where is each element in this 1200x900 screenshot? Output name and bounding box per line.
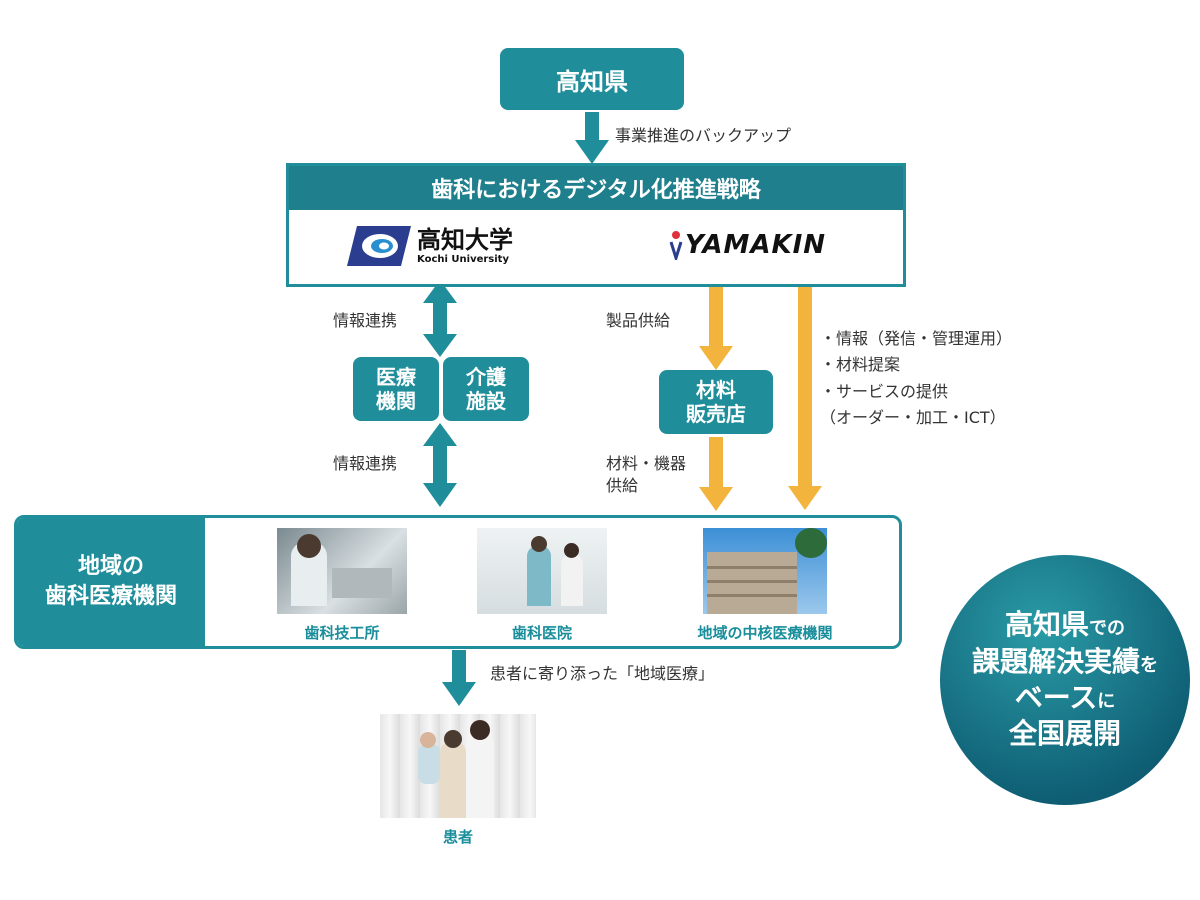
circle-line4: 全国展開: [1008, 717, 1121, 751]
circle-line3-main: ベース: [1014, 681, 1098, 714]
circle-line1: 高知県での: [1005, 607, 1125, 643]
medical-institution-box: 医療機関: [353, 357, 439, 421]
caption-hospital: 地域の中核医療機関: [697, 624, 833, 642]
info-service-list: ・情報（発信・管理運用） ・材料提案 ・サービスの提供 （オーダー・加工・ICT…: [820, 326, 1012, 432]
strategy-box: 歯科におけるデジタル化推進戦略 高知大学 Kochi University YA…: [286, 163, 906, 287]
patient-family-photo: [380, 714, 536, 818]
region-line1: 地域の: [77, 554, 144, 580]
yamakin-mark-icon: [669, 231, 683, 260]
material-supply-label: 材料・機器 供給: [606, 453, 686, 496]
info-list-item: ・情報（発信・管理運用）: [820, 329, 1013, 348]
product-supply-label: 製品供給: [606, 311, 671, 330]
circle-line3-suffix: に: [1097, 691, 1116, 712]
info-list-item: （オーダー・加工・ICT）: [820, 408, 1006, 428]
material-store-line1: 材料: [696, 378, 736, 402]
info-link-arrow-1: [423, 280, 457, 357]
circle-line1-main: 高知県: [1004, 608, 1089, 642]
circle-line2-suffix: を: [1140, 654, 1158, 676]
yamakin-logo: YAMAKIN: [669, 230, 826, 260]
info-service-arrow: [788, 268, 822, 510]
kochi-university-en: Kochi University: [417, 253, 509, 265]
region-line2: 歯科医療機関: [44, 584, 177, 609]
info-link-label-1: 情報連携: [333, 311, 398, 330]
patient-care-label: 患者に寄り添った「地域医療」: [490, 664, 715, 683]
strategy-title: 歯科におけるデジタル化推進戦略: [289, 166, 903, 210]
care-line2: 施設: [466, 389, 506, 413]
material-supply-arrow: [699, 437, 733, 511]
material-supply-line2: 供給: [606, 475, 639, 495]
backup-label: 事業推進のバックアップ: [615, 126, 792, 145]
kochi-university-emblem-icon: [347, 226, 411, 266]
caption-dental-lab: 歯科技工所: [304, 624, 380, 642]
patient-arrow: [442, 650, 476, 706]
circle-line3: ベースに: [1015, 680, 1116, 716]
material-supply-line1: 材料・機器: [606, 454, 687, 473]
regional-dental-box: 地域の歯科医療機関 歯科技工所 歯科医院 地域の中核医療機関: [14, 515, 902, 649]
info-list-item: ・材料提案: [820, 355, 901, 375]
circle-line2: 課題解決実績を: [972, 644, 1158, 680]
dental-lab-photo: [277, 528, 407, 614]
care-facility-box: 介護施設: [443, 357, 529, 421]
dental-clinic-photo: [477, 528, 607, 614]
material-store-line2: 販売店: [686, 402, 746, 426]
regional-dental-title: 地域の歯科医療機関: [17, 518, 205, 646]
caption-dental-clinic: 歯科医院: [511, 624, 572, 642]
backup-arrow: [575, 112, 609, 164]
kochi-prefecture-label: 高知県: [556, 67, 628, 96]
circle-line1-suffix: での: [1089, 618, 1125, 640]
info-link-label-2: 情報連携: [333, 454, 398, 473]
medical-line2: 機関: [376, 389, 416, 413]
nationwide-expansion-circle: 高知県での 課題解決実績を ベースに 全国展開: [940, 555, 1190, 805]
hospital-photo: [703, 528, 827, 614]
circle-line2-main: 課題解決実績: [971, 644, 1140, 678]
yamakin-text: YAMAKIN: [685, 230, 827, 260]
kochi-university-jp: 高知大学: [417, 225, 513, 254]
product-supply-arrow: [699, 268, 733, 370]
patient-caption: 患者: [442, 828, 473, 846]
material-store-box: 材料販売店: [659, 370, 773, 434]
care-line1: 介護: [466, 365, 506, 389]
info-list-item: ・サービスの提供: [820, 381, 949, 401]
medical-line1: 医療: [376, 365, 416, 389]
info-link-arrow-2: [423, 423, 457, 507]
kochi-university-logo: 高知大学 Kochi University: [347, 226, 513, 266]
kochi-prefecture-box: 高知県: [500, 48, 684, 110]
